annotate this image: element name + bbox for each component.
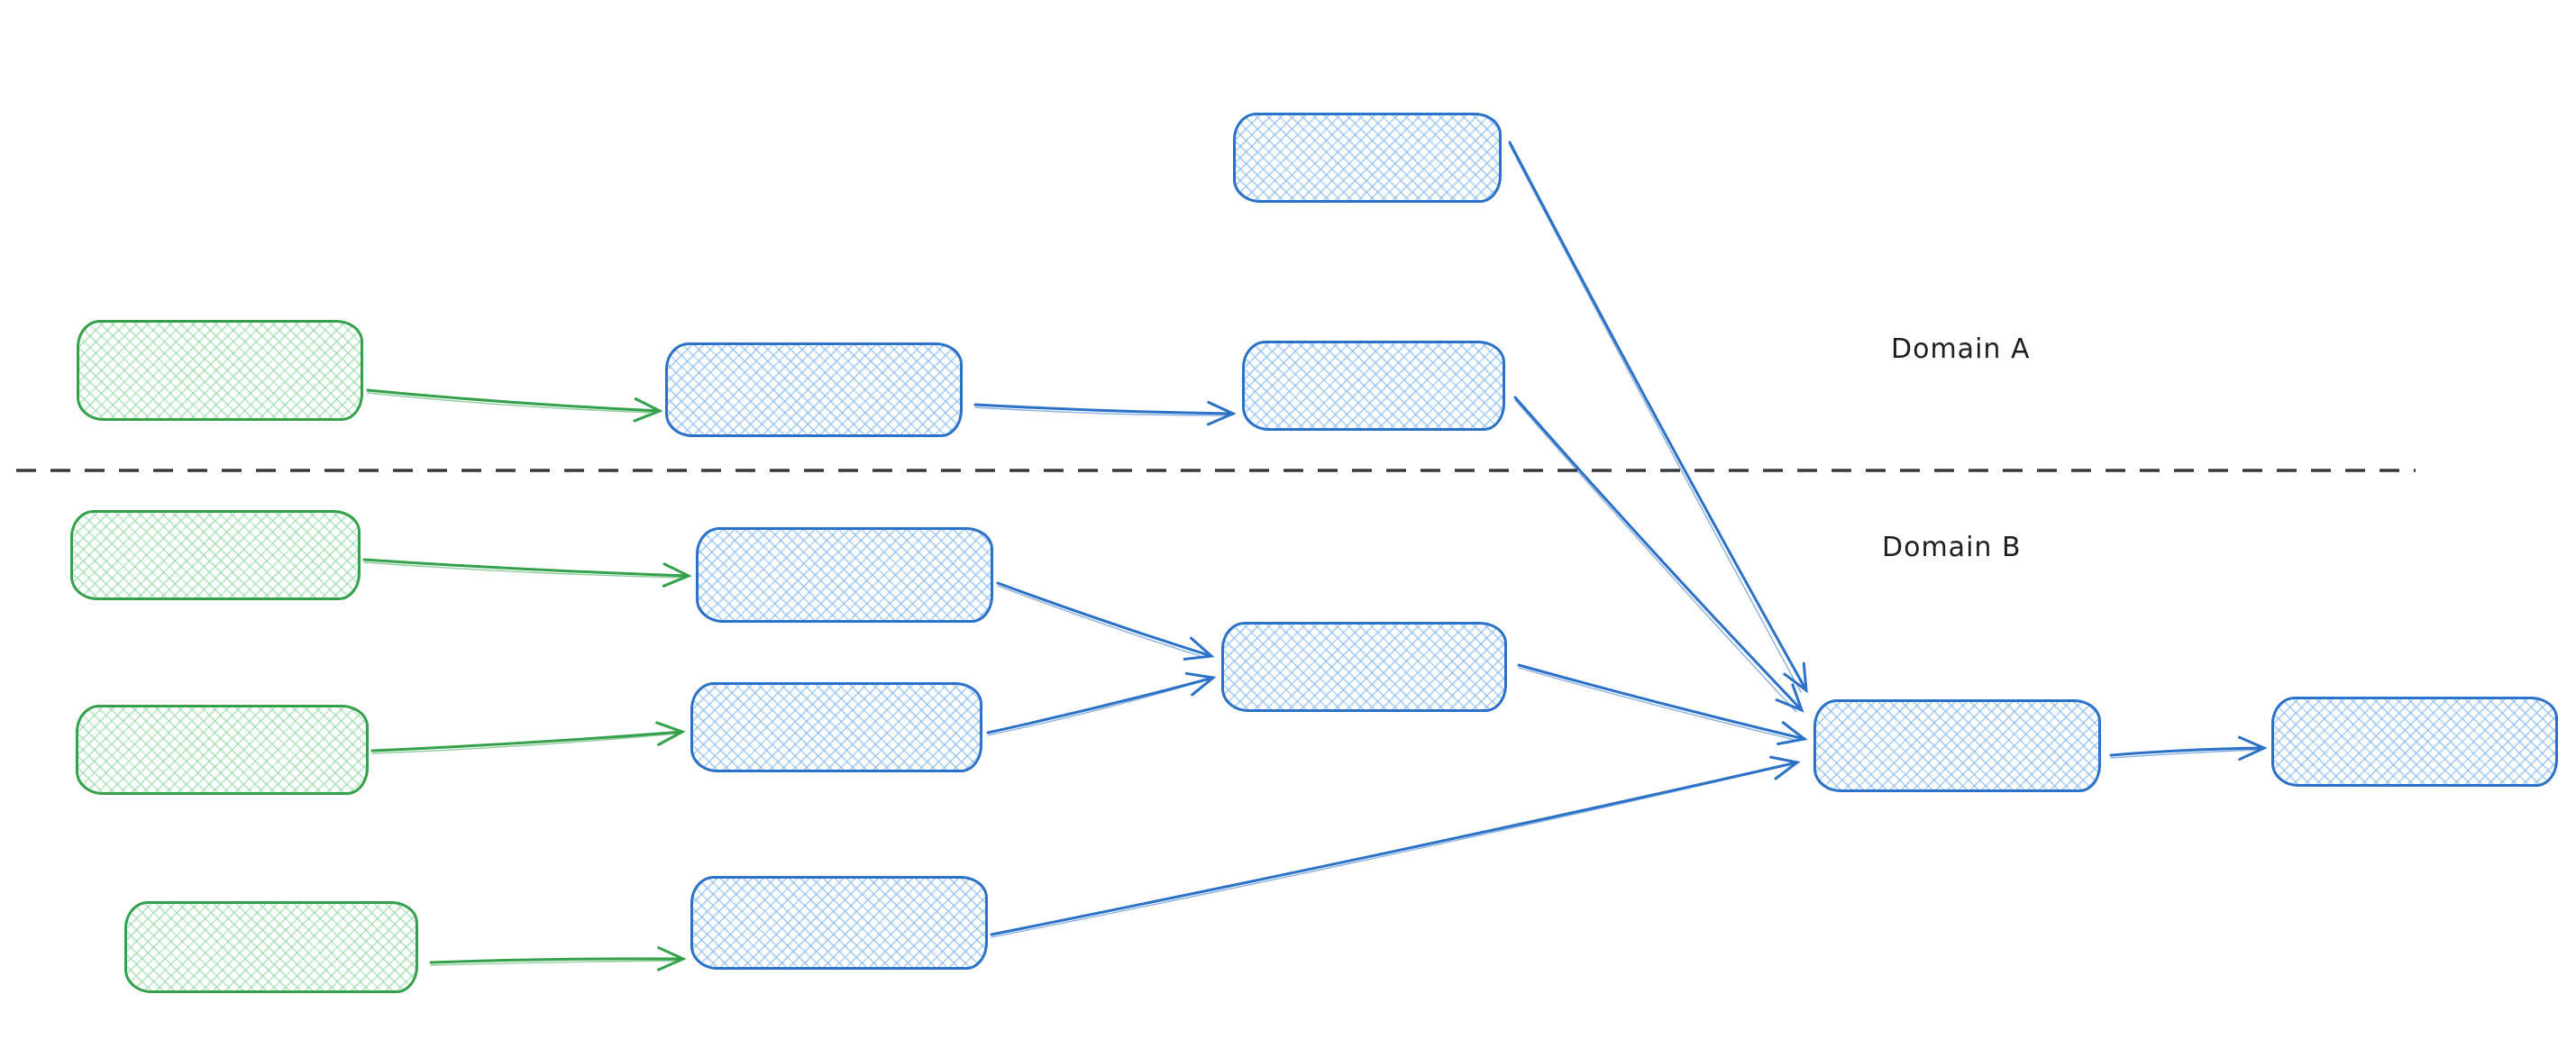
node-merge-target <box>1813 699 2101 792</box>
edge-b-merge-to-target <box>1517 663 1806 741</box>
edge-b-source1-to-step1-arrowhead <box>662 562 692 588</box>
edge-b-step2-to-merge <box>986 676 1215 734</box>
edge-b-step3-to-target-sketch <box>991 763 1793 938</box>
edge-a-top-to-target <box>1508 141 1808 692</box>
edge-a-step1-to-step2-sketch <box>974 406 1229 416</box>
node-domain-a-source <box>77 320 363 421</box>
node-domain-a-step-2 <box>1242 341 1505 431</box>
edge-b-step1-to-merge-arrowhead <box>1183 636 1215 661</box>
edge-a-step2-to-target <box>1513 396 1804 712</box>
edge-b-step2-to-merge-arrowhead <box>1184 671 1217 697</box>
edge-b-source1-to-step1-sketch <box>363 561 684 579</box>
edge-a-step2-to-target-arrowhead <box>1775 683 1804 713</box>
edge-b-source2-to-step2-arrowhead <box>655 721 686 746</box>
edge-a-source-to-step1-sketch <box>367 392 655 414</box>
node-domain-b-merge <box>1221 622 1507 712</box>
edge-a-top-to-target-arrowhead <box>1783 661 1808 694</box>
edge-target-to-final <box>2109 746 2266 757</box>
edge-b-step1-to-merge <box>996 581 1213 658</box>
edge-b-source2-to-step2-sketch <box>371 733 678 754</box>
node-domain-a-top <box>1233 113 1502 203</box>
edge-b-step1-to-merge-sketch <box>997 585 1207 659</box>
edge-a-step1-to-step2-arrowhead <box>1206 400 1237 426</box>
edge-b-merge-to-target-sketch <box>1518 667 1800 742</box>
edge-target-to-final-sketch <box>2110 749 2260 759</box>
edge-a-source-to-step1-arrowhead <box>633 397 663 423</box>
node-domain-b-step-3 <box>690 876 988 970</box>
edge-a-step1-to-step2 <box>973 403 1235 415</box>
node-domain-b-source-2 <box>76 705 369 795</box>
node-domain-b-source-1 <box>70 510 361 600</box>
edge-b-step3-to-target <box>990 761 1799 936</box>
node-domain-b-step-1 <box>696 527 993 623</box>
edge-a-step2-to-target-sketch <box>1514 399 1797 713</box>
edge-a-source-to-step1 <box>366 388 662 413</box>
edge-b-source1-to-step1 <box>362 558 690 578</box>
edge-target-to-final-arrowhead <box>2237 735 2268 762</box>
edge-b-source2-to-step2 <box>370 730 684 753</box>
node-domain-b-source-3 <box>124 901 418 993</box>
node-domain-b-step-2 <box>690 682 982 772</box>
edge-b-source3-to-step3-sketch <box>430 960 679 966</box>
edge-b-source3-to-step3 <box>429 957 685 964</box>
edge-b-merge-to-target-arrowhead <box>1777 721 1808 746</box>
edge-a-top-to-target-sketch <box>1509 144 1802 693</box>
domain-a-label: Domain A <box>1891 333 2031 365</box>
edge-b-step3-to-target-arrowhead <box>1769 755 1801 780</box>
edge-b-source3-to-step3-arrowhead <box>657 946 687 971</box>
node-final-output <box>2271 697 2558 787</box>
edge-b-step2-to-merge-sketch <box>987 679 1209 736</box>
domain-b-label: Domain B <box>1882 532 2022 563</box>
node-domain-a-step-1 <box>665 342 963 437</box>
